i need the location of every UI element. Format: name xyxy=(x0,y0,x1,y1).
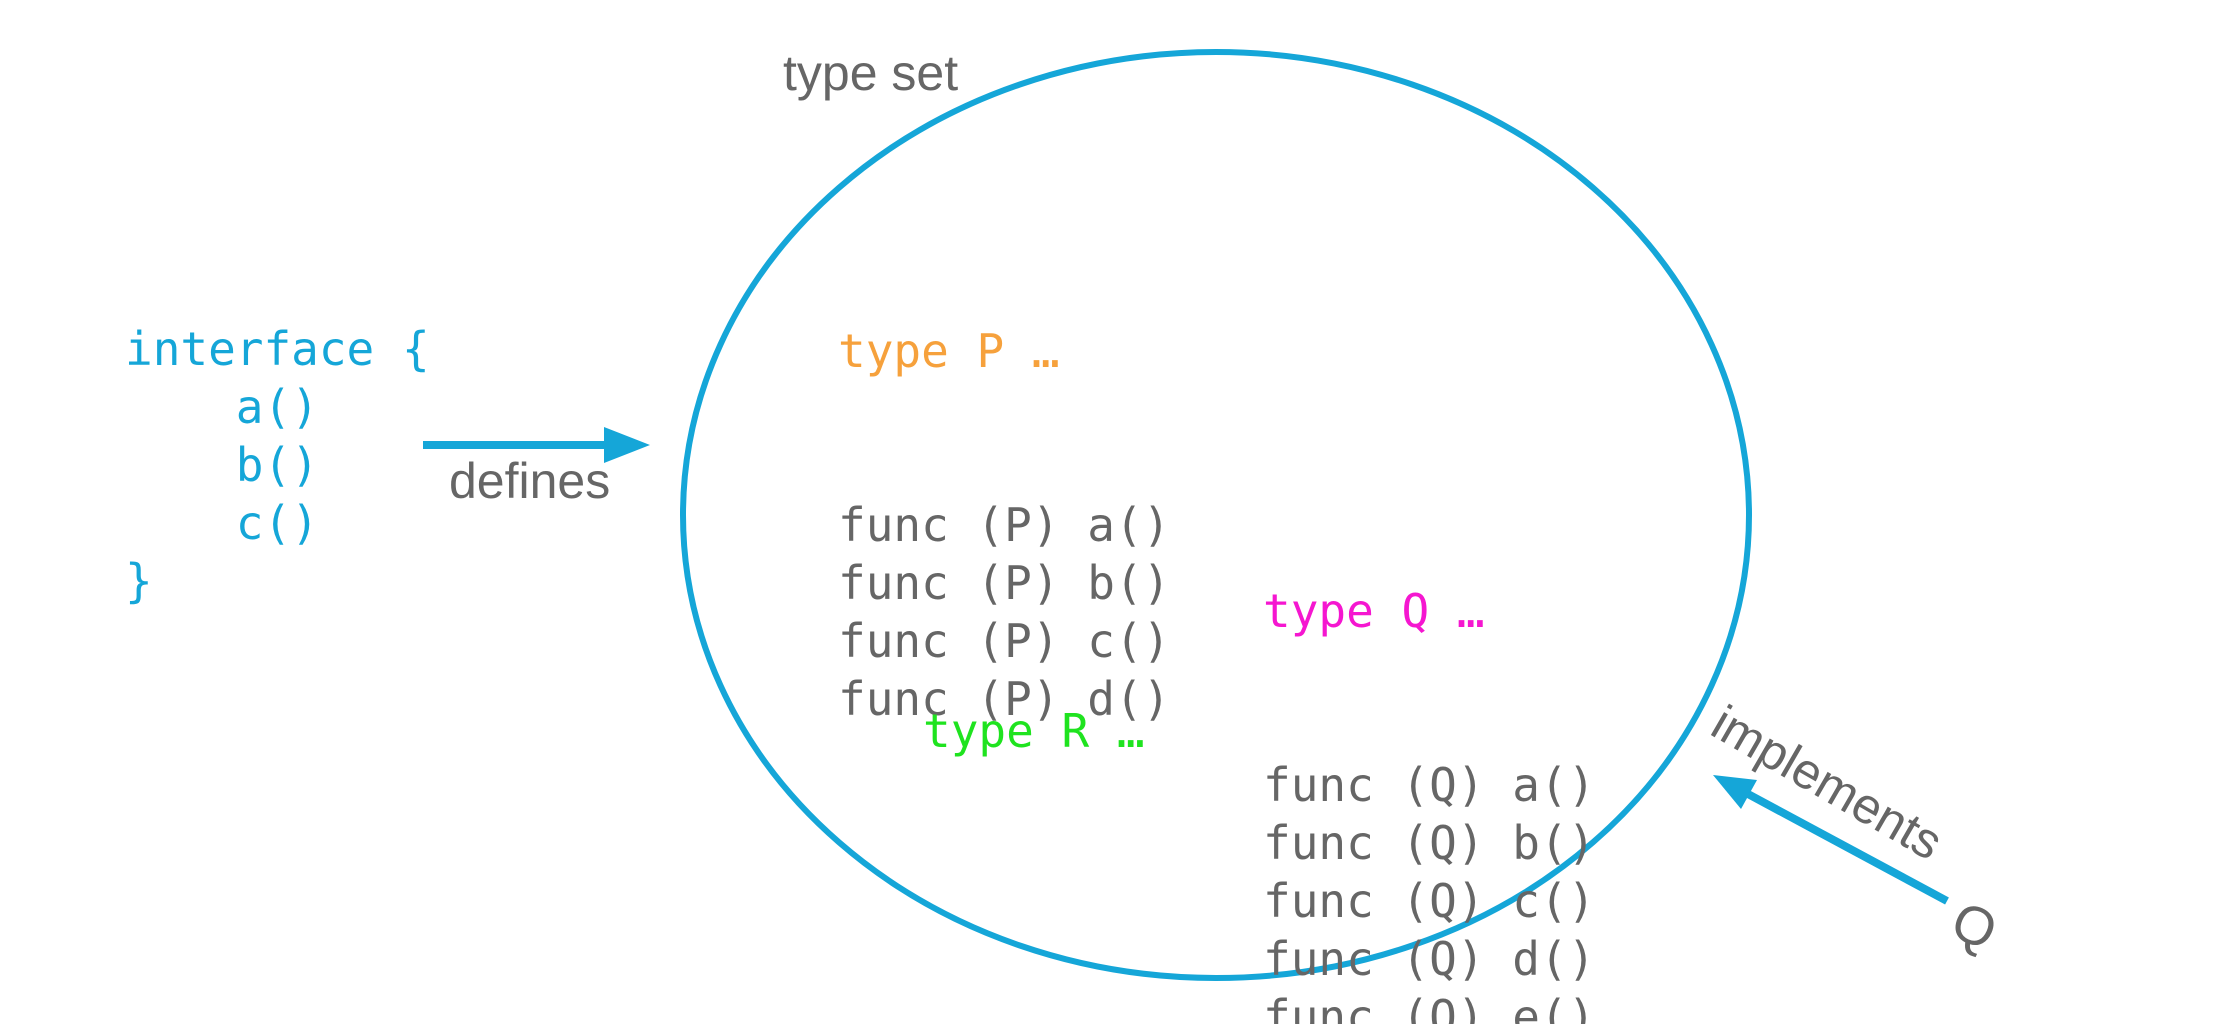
code-line: func (P) c() xyxy=(838,614,1171,668)
code-line: func (Q) d() xyxy=(1263,932,1596,986)
type-p-block: type P … func (P) a()func (P) b()func (P… xyxy=(838,206,1170,844)
type-r-block: type R … xyxy=(923,586,1145,876)
code-line: func (P) d() xyxy=(838,672,1171,726)
type-set-label: type set xyxy=(783,45,959,101)
code-line: } xyxy=(125,554,153,608)
code-line: func (Q) a() xyxy=(1263,758,1596,812)
code-line: func (Q) e() xyxy=(1263,990,1596,1024)
code-line: func (P) b() xyxy=(838,556,1171,610)
implements-arrow xyxy=(1713,775,1949,905)
type-q-title: type Q … xyxy=(1263,584,1485,638)
type-p-methods: func (P) a()func (P) b()func (P) c()func… xyxy=(838,496,1170,728)
defines-label: defines xyxy=(449,453,611,509)
code-line: func (P) a() xyxy=(838,498,1171,552)
code-line: c() xyxy=(125,496,319,550)
type-q-methods: func (Q) a()func (Q) b()func (Q) c()func… xyxy=(1263,756,1595,1024)
defines-arrow xyxy=(423,427,650,463)
code-line: a() xyxy=(125,380,319,434)
code-line: func (Q) c() xyxy=(1263,874,1596,928)
code-line: b() xyxy=(125,438,319,492)
interface-code-block: interface { a() b() c()} xyxy=(125,320,430,610)
type-r-title: type R … xyxy=(923,704,1145,758)
type-q-block: type Q … func (Q) a()func (Q) b()func (Q… xyxy=(1263,466,1595,1024)
type-set-ellipse xyxy=(680,49,1752,981)
type-p-title: type P … xyxy=(838,324,1060,378)
code-line: interface { xyxy=(125,322,430,376)
code-line: func (Q) b() xyxy=(1263,816,1596,870)
